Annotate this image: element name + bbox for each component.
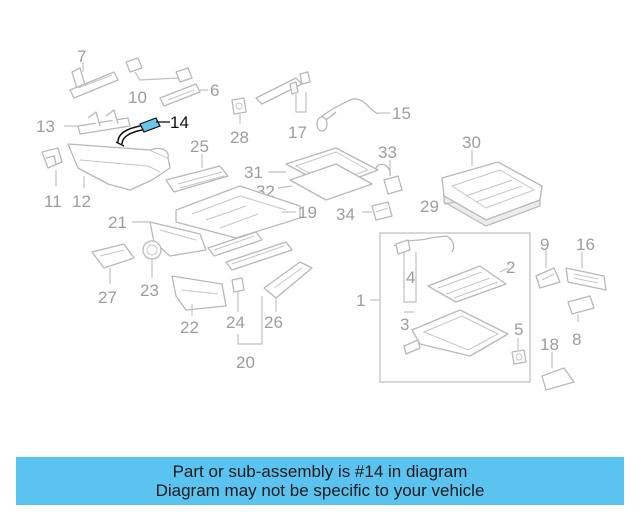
label-14: 14 <box>170 113 189 132</box>
part-23 <box>142 240 162 260</box>
part-15 <box>316 98 379 132</box>
part-29 <box>443 194 541 227</box>
part-18 <box>541 367 575 391</box>
label-6: 6 <box>210 81 219 100</box>
part-19 <box>175 185 301 239</box>
part-5 <box>511 349 527 365</box>
part-16 <box>565 267 607 291</box>
label-21: 21 <box>108 213 127 232</box>
label-25: 25 <box>190 137 209 156</box>
label-22: 22 <box>180 318 199 337</box>
label-2: 2 <box>506 258 515 277</box>
part-11 <box>41 147 63 169</box>
parts-diagram: 7 10 6 13 14 28 17 <box>36 47 607 391</box>
banner-line-1: Part or sub-assembly is #14 in diagram <box>172 462 468 481</box>
info-banner: Part or sub-assembly is #14 in diagram D… <box>16 457 624 505</box>
label-11: 11 <box>44 192 62 211</box>
label-18: 18 <box>540 335 559 354</box>
label-30: 30 <box>462 133 481 152</box>
part-6 <box>159 83 201 107</box>
part-3-frame <box>403 309 509 357</box>
assembly-box <box>379 232 531 383</box>
part-33 <box>375 163 403 195</box>
part-7 <box>69 67 119 99</box>
label-3: 3 <box>400 315 409 334</box>
label-17: 17 <box>288 123 307 142</box>
label-1: 1 <box>356 291 365 310</box>
label-4: 4 <box>406 268 415 287</box>
label-12: 12 <box>72 192 91 211</box>
label-8: 8 <box>572 330 581 349</box>
label-23: 23 <box>140 281 159 300</box>
label-19: 19 <box>298 203 317 222</box>
leader-4 <box>403 252 417 303</box>
label-34: 34 <box>336 205 355 224</box>
seat-rails <box>207 231 293 271</box>
leader-17 <box>295 92 307 113</box>
label-24: 24 <box>226 313 245 332</box>
banner-line-2: Diagram may not be specific to your vehi… <box>155 481 485 500</box>
label-20: 20 <box>236 353 255 372</box>
leader-32 <box>277 185 293 189</box>
label-5: 5 <box>514 320 523 339</box>
leader-29 <box>443 201 457 205</box>
part-22 <box>171 275 227 311</box>
label-16: 16 <box>576 235 595 254</box>
part-9 <box>535 267 561 289</box>
part-8 <box>567 295 595 315</box>
label-28: 28 <box>230 128 249 147</box>
part-24 <box>231 277 245 293</box>
label-9: 9 <box>540 235 549 254</box>
part-12 <box>67 143 171 191</box>
label-15: 15 <box>392 104 411 123</box>
part-14-highlighted <box>115 117 161 147</box>
leader-20 <box>237 296 263 345</box>
leader-2 <box>499 267 509 273</box>
part-17 <box>255 71 311 105</box>
label-26: 26 <box>264 313 283 332</box>
label-33: 33 <box>378 143 397 162</box>
part-13 <box>77 109 131 135</box>
label-31: 31 <box>244 163 263 182</box>
part-27 <box>91 243 135 269</box>
part-10 <box>125 57 193 83</box>
label-13: 13 <box>36 117 55 136</box>
label-7: 7 <box>77 47 86 66</box>
part-28 <box>231 97 247 115</box>
part-34 <box>371 201 393 221</box>
label-27: 27 <box>98 288 117 307</box>
label-29: 29 <box>420 197 439 216</box>
part-26 <box>263 261 313 299</box>
part-31-32 <box>285 147 379 201</box>
label-10: 10 <box>128 88 147 107</box>
part-25 <box>165 165 229 193</box>
part-2-harness <box>427 265 507 303</box>
part-4-cable <box>393 235 455 255</box>
part-21 <box>149 221 207 257</box>
